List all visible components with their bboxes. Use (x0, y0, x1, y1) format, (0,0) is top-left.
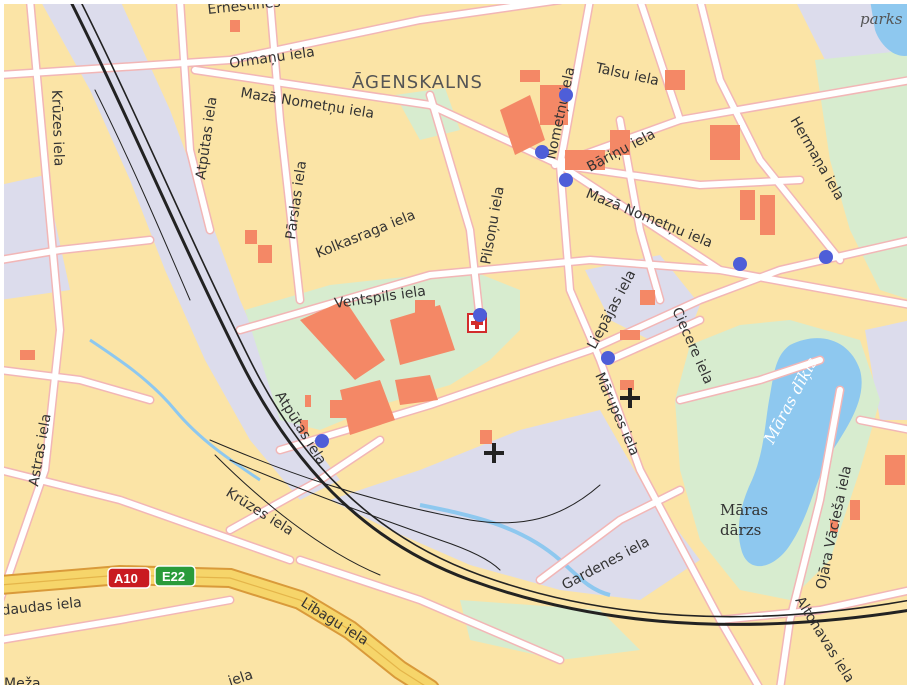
stream-south (419, 503, 611, 597)
church-icon[interactable] (484, 443, 504, 463)
poi-marker[interactable] (535, 145, 549, 159)
poi-marker[interactable] (733, 257, 747, 271)
district-label-agenskalns: ĀGENSKALNS (352, 71, 483, 93)
shield-e22-label: E22 (162, 569, 185, 584)
street-label-bottom: iela (226, 667, 255, 689)
poi-marker[interactable] (601, 351, 615, 365)
railway-lines (68, 0, 911, 626)
shield-e22: E22 (154, 565, 196, 587)
shield-a10: A10 (107, 567, 151, 589)
park-label-top: parks (860, 10, 903, 28)
rail-yard-area (330, 410, 700, 600)
poi-marker[interactable] (473, 308, 487, 322)
poi-marker[interactable] (819, 250, 833, 264)
pond-northeast (870, 0, 911, 56)
rail-corridor-area (40, 0, 340, 500)
park-label-maras-line2: dārzs (720, 521, 761, 539)
shield-a10-label: A10 (114, 571, 138, 586)
lake-maras-diķis (738, 338, 862, 567)
poi-marker[interactable] (559, 88, 573, 102)
church-icon[interactable] (620, 388, 640, 408)
street-label-krizes-left: Krūzes iela (48, 90, 67, 167)
poi-marker[interactable] (315, 434, 329, 448)
poi-markers[interactable] (315, 88, 833, 448)
park-south (460, 600, 640, 660)
park-label-maras-line1: Māras (720, 501, 768, 519)
buildings (20, 20, 905, 532)
park-northeast (815, 50, 911, 300)
poi-marker[interactable] (559, 173, 573, 187)
